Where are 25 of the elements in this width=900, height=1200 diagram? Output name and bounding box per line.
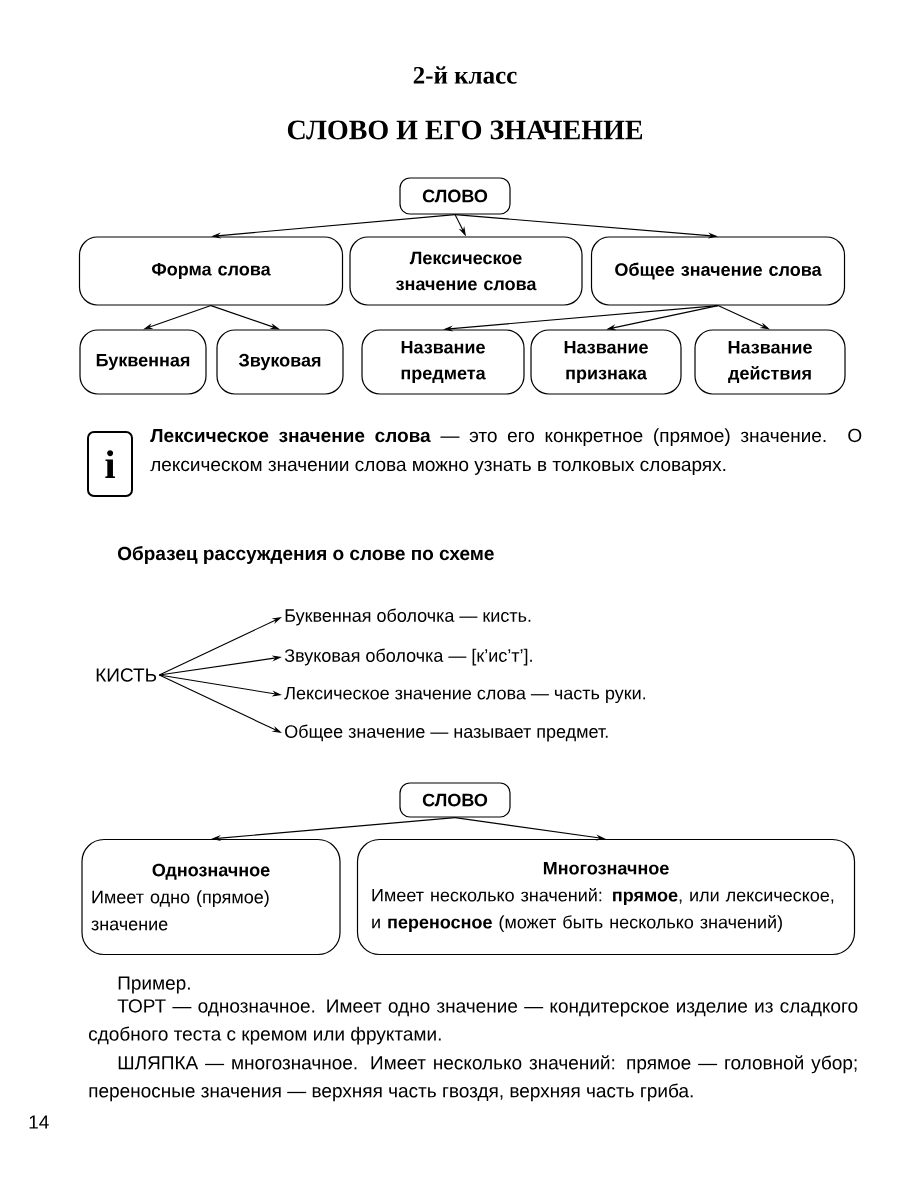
- concept-box: Название действия: [694, 329, 846, 395]
- title: СЛОВО И ЕГО ЗНАЧЕНИЕ: [287, 120, 643, 140]
- statement: Звуковая оболочка — [к’ис’т’].: [284, 648, 532, 666]
- concept-box: Звуковая: [216, 329, 344, 395]
- concept-box: Однозначное Имеет одно (прямое) значение: [81, 838, 341, 956]
- statement: Буквенная оболочка — кисть.: [285, 608, 531, 626]
- statement: Общее значение — называет предмет.: [285, 724, 608, 742]
- concept-box: Название предмета: [361, 329, 525, 395]
- concept-box: Буквенная: [79, 329, 207, 395]
- page-number: 14: [29, 1115, 49, 1129]
- concept-box: Название признака: [530, 329, 682, 395]
- grade-heading: 2-й класс: [413, 66, 517, 84]
- concept-box: Общее значение слова: [590, 236, 846, 306]
- example-label: Пример.: [118, 976, 190, 994]
- concept-box: Форма слова: [78, 236, 344, 306]
- section-heading: Образец рассуждения о слове по схеме: [118, 546, 494, 564]
- statement: Лексическое значение слова — часть руки.: [284, 686, 646, 704]
- word: КИСТЬ: [96, 668, 157, 682]
- concept-box: Лексическое значение слова: [349, 236, 583, 306]
- example-paragraph: ШЛЯПКА — многозначное. Имеет несколько значений: прямое — головной убор; переносные значения — верхняя часть гвоздя, верхняя часть гриба.: [89, 1055, 857, 1102]
- concept-box: Многозначное Имеет несколько значений: прямое, или лексическое, и переносное (может быть несколько значений): [356, 838, 856, 956]
- example-paragraph: ТОРТ — однозначное. Имеет одно значение — кондитерское изделие из сладкого сдобного теста с кремом или фруктами.: [89, 999, 858, 1045]
- info-paragraph: Лексическое значение слова — это его конкретное (прямое) значение. О лексическом значении слова можно узнать в толковых словарях.: [150, 428, 862, 475]
- concept-box: СЛОВО: [399, 782, 511, 818]
- concept-box: СЛОВО: [399, 177, 511, 215]
